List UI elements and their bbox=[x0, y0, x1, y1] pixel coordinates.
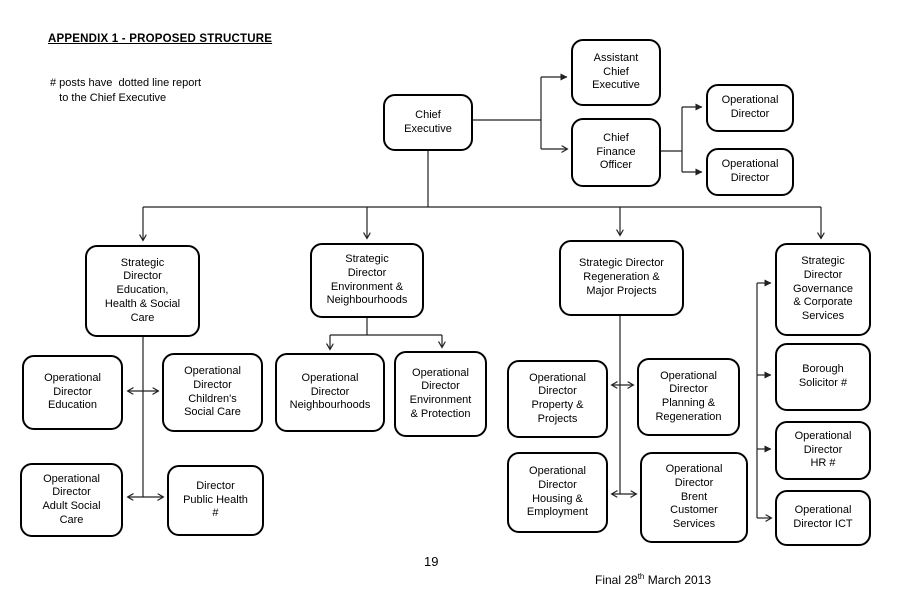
node-assistant-chief-executive: Assistant Chief Executive bbox=[571, 39, 661, 106]
node-chief-executive: Chief Executive bbox=[383, 94, 473, 151]
footer-date-ordinal: th bbox=[637, 572, 645, 581]
node-operational-director-a: Operational Director bbox=[706, 84, 794, 132]
node-od-planning-regeneration: Operational Director Planning & Regenera… bbox=[637, 358, 740, 436]
node-od-housing-employment: Operational Director Housing & Employmen… bbox=[507, 452, 608, 533]
footer-date-suffix: March 2013 bbox=[644, 573, 712, 587]
footer-date-prefix: Final 28 bbox=[595, 573, 638, 587]
node-od-property-projects: Operational Director Property & Projects bbox=[507, 360, 608, 438]
node-od-neighbourhoods: Operational Director Neighbourhoods bbox=[275, 353, 385, 432]
node-od-environment-protection: Operational Director Environment & Prote… bbox=[394, 351, 487, 437]
node-sd-environment-neighbourhoods: Strategic Director Environment & Neighbo… bbox=[310, 243, 424, 318]
node-od-education: Operational Director Education bbox=[22, 355, 123, 430]
page-number: 19 bbox=[424, 554, 439, 569]
footer-date: Final 28th March 2013 bbox=[595, 572, 711, 587]
node-director-public-health: Director Public Health # bbox=[167, 465, 264, 536]
dotted-line-report-note: # posts have dotted line report to the C… bbox=[50, 77, 202, 104]
node-sd-regeneration-major-projects: Strategic Director Regeneration & Major … bbox=[559, 240, 684, 316]
node-sd-education-health-social-care: Strategic Director Education, Health & S… bbox=[85, 245, 200, 337]
node-operational-director-b: Operational Director bbox=[706, 148, 794, 196]
node-sd-governance-corporate-services: Strategic Director Governance & Corporat… bbox=[775, 243, 871, 336]
node-od-childrens-social-care: Operational Director Children's Social C… bbox=[162, 353, 263, 432]
node-borough-solicitor: Borough Solicitor # bbox=[775, 343, 871, 411]
node-od-ict: Operational Director ICT bbox=[775, 490, 871, 546]
node-od-hr: Operational Director HR # bbox=[775, 421, 871, 480]
node-od-adult-social-care: Operational Director Adult Social Care bbox=[20, 463, 123, 537]
page-title: APPENDIX 1 - PROPOSED STRUCTURE bbox=[48, 33, 273, 45]
node-chief-finance-officer: Chief Finance Officer bbox=[571, 118, 661, 187]
node-od-brent-customer-services: Operational Director Brent Customer Serv… bbox=[640, 452, 748, 543]
